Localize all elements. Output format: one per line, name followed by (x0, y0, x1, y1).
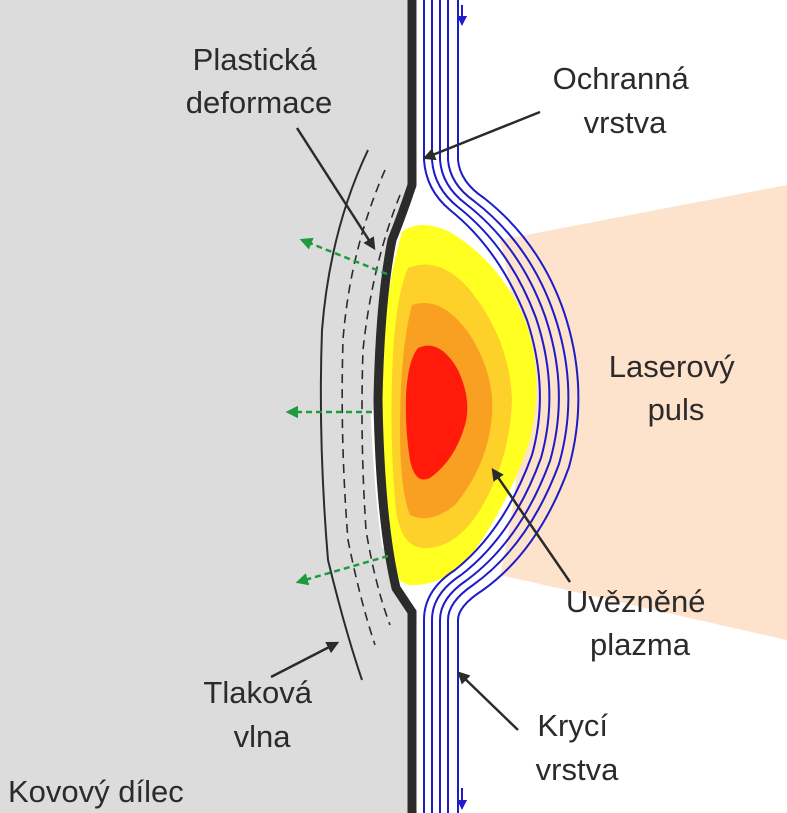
pointer-confined-plasma (491, 467, 572, 583)
deformation-dash-1 (341, 169, 386, 646)
label-cover-layer-line2: vrstva (536, 752, 619, 787)
label-plastic-deformation-line2: deformace (186, 85, 332, 120)
label-plastic-deformation: Plastická deformace (186, 42, 332, 120)
deformation-outlines (319, 149, 401, 681)
confined-plasma (380, 225, 537, 585)
deformation-dash-2 (361, 194, 401, 626)
label-pressure-wave-line1: Tlaková (203, 675, 312, 710)
cover-layer-lines (423, 0, 580, 813)
label-protective-layer: Ochranná vrstva (553, 61, 698, 140)
label-pointers (270, 110, 572, 731)
label-cover-layer-line1: Krycí (537, 708, 608, 743)
label-confined-plasma-line1: Uvězněné (566, 584, 706, 619)
pointer-plastic-deformation (295, 127, 376, 251)
label-cover-layer: Krycí vrstva (536, 708, 619, 787)
label-laser-pulse-line2: puls (648, 392, 705, 427)
label-plastic-deformation-line1: Plastická (193, 42, 318, 77)
label-laser-pulse: Laserový puls (609, 349, 743, 427)
laser-beam (500, 185, 787, 640)
plasma-core (405, 345, 468, 480)
label-confined-plasma-line2: plazma (590, 627, 691, 662)
label-confined-plasma: Uvězněné plazma (566, 584, 714, 662)
surface-gap (370, 409, 386, 549)
expansion-arrow-bottom (295, 554, 389, 586)
pressure-wave-front (319, 149, 369, 681)
metal-part-region (0, 0, 410, 813)
label-protective-layer-line1: Ochranná (553, 61, 690, 96)
protective-layer (373, 0, 417, 813)
cover-line-5 (457, 0, 580, 813)
label-laser-pulse-line1: Laserový (609, 349, 735, 384)
pointer-protective-layer (422, 110, 541, 161)
label-pressure-wave-line2: vlna (234, 719, 292, 754)
cover-line-1 (423, 0, 541, 813)
expansion-arrow-top (299, 237, 388, 276)
expansion-arrows (285, 237, 389, 586)
cover-line-3 (439, 0, 560, 813)
label-protective-layer-line2: vrstva (584, 105, 667, 140)
cover-line-2 (431, 0, 551, 813)
label-pressure-wave: Tlaková vlna (203, 675, 320, 754)
pointer-pressure-wave (270, 641, 340, 679)
label-metal-part: Kovový dílec (8, 774, 184, 809)
pointer-cover-layer (457, 671, 519, 731)
cover-line-4 (447, 0, 570, 813)
